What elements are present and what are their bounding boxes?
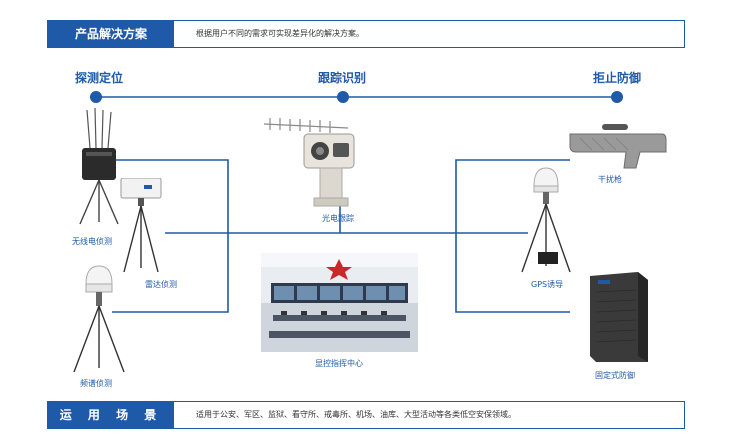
right-loop-line <box>455 159 570 313</box>
label-gps-decoy: GPS诱导 <box>531 280 564 289</box>
stage-defend: 拒止防御 <box>593 71 642 85</box>
footer-description: 适用于公安、军区、监狱、看守所、戒毒所、机场、油库、大型活动等各类低空安保领域。 <box>196 410 516 419</box>
label-fixed-defense: 固定式防御 <box>595 371 635 380</box>
timeline-dot-defend <box>611 91 623 103</box>
label-spectrum-detection: 频谱侦测 <box>80 379 112 388</box>
jammer-gun-icon <box>569 124 667 169</box>
control-center-image <box>261 253 418 352</box>
footer-bar: 运 用 场 景 适用于公安、军区、监狱、看守所、戒毒所、机场、油库、大型活动等各… <box>47 401 685 429</box>
header-bar: 产品解决方案 根据用户不同的需求可实现差异化的解决方案。 <box>47 20 685 48</box>
label-control-center: 显控指挥中心 <box>315 359 363 368</box>
footer-title: 运 用 场 景 <box>48 402 174 428</box>
timeline-dot-track <box>337 91 349 103</box>
timeline-dot-detect <box>90 91 102 103</box>
fixed-defense-cabinet-icon <box>590 272 648 362</box>
label-photoelectric-tracking: 光电跟踪 <box>322 214 354 223</box>
header-description: 根据用户不同的需求可实现差异化的解决方案。 <box>196 29 364 38</box>
label-radar-detection: 雷达侦测 <box>145 280 177 289</box>
gps-decoy-icon <box>521 167 571 273</box>
stage-detect: 探测定位 <box>75 71 124 85</box>
stage-track: 跟踪识别 <box>318 71 367 85</box>
label-jammer-gun: 干扰枪 <box>598 175 622 184</box>
header-title: 产品解决方案 <box>48 21 174 47</box>
left-loop-line <box>112 159 229 313</box>
wireless-detector-icon <box>79 108 119 225</box>
label-wireless-detection: 无线电侦测 <box>72 237 112 246</box>
photoelectric-tracker-icon <box>263 118 355 207</box>
spectrum-detector-icon <box>73 265 125 373</box>
radar-icon <box>120 178 162 273</box>
